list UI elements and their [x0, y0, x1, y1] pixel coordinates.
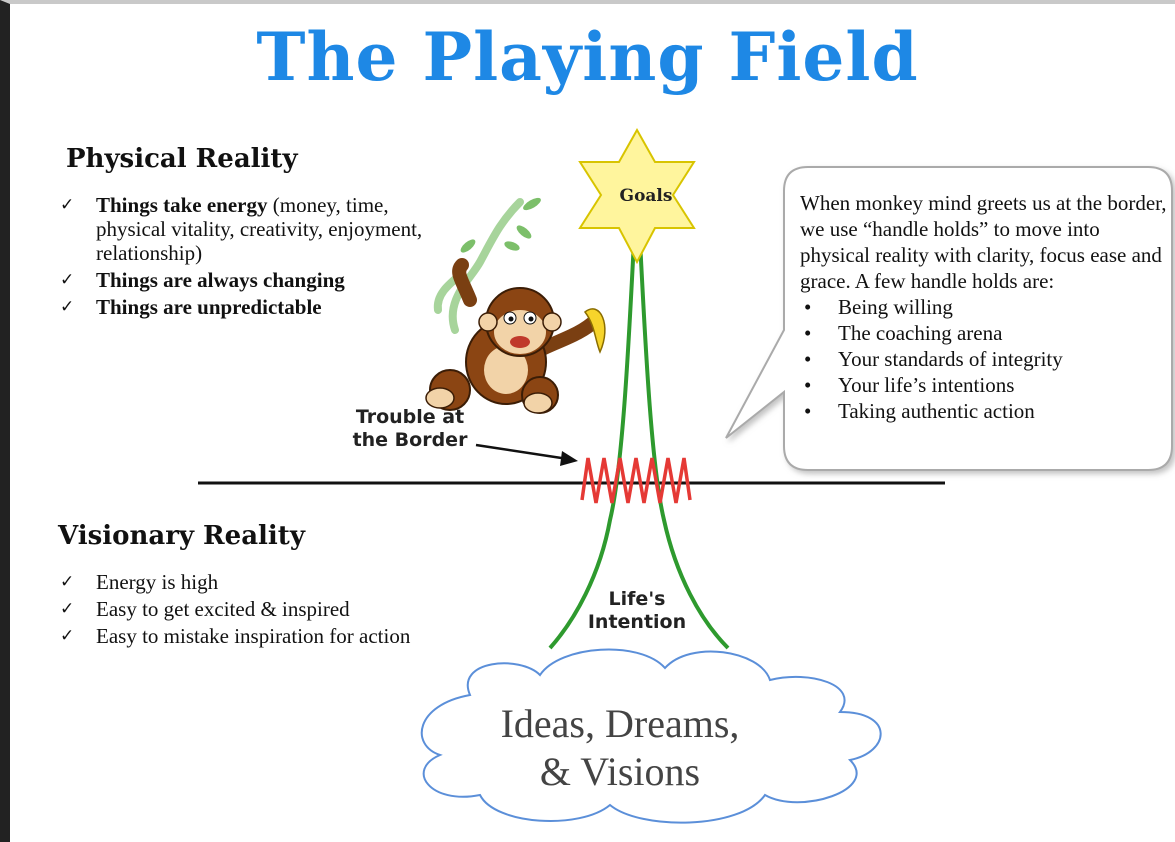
- check-icon: ✓: [60, 626, 75, 646]
- item-text: Easy to mistake inspiration for action: [96, 624, 411, 648]
- check-icon: ✓: [60, 599, 75, 619]
- item-text: (money, time, physical vitality, creativ…: [96, 193, 423, 265]
- item-text: The coaching arena: [838, 321, 1003, 345]
- callout-bubble: [725, 166, 1173, 471]
- list-item: • Your life’s intentions: [800, 372, 1170, 398]
- list-item: ✓ Easy to mistake inspiration for action: [58, 624, 508, 648]
- item-text: Things are unpredictable: [96, 295, 322, 319]
- label-line: Trouble at: [355, 406, 465, 428]
- zigzag-icon: [580, 457, 692, 504]
- monkey-icon: [425, 258, 603, 414]
- stem-right: [638, 239, 730, 650]
- visionary-reality-heading: Visionary Reality: [58, 521, 305, 551]
- goals-label: Goals: [619, 186, 673, 206]
- callout-intro: When monkey mind greets us at the border…: [800, 191, 1167, 293]
- bullet-icon: •: [804, 399, 812, 423]
- cloud-line: Ideas, Dreams,: [500, 701, 740, 746]
- item-bold-text: Things take energy: [96, 193, 268, 217]
- cloud-line: & Visions: [539, 749, 701, 794]
- list-item: • Taking authentic action: [800, 398, 1170, 424]
- bullet-icon: •: [804, 321, 812, 345]
- stem-left: [548, 239, 636, 650]
- list-item: ✓ Easy to get excited & inspired: [58, 597, 508, 621]
- item-text: Being willing: [838, 295, 953, 319]
- arrow-head: [560, 451, 578, 466]
- visionary-reality-list: ✓ Energy is high ✓ Easy to get excited & i…: [58, 570, 508, 651]
- check-icon: ✓: [60, 572, 75, 592]
- item-text: Things are always changing: [96, 268, 345, 292]
- item-text: Your standards of integrity: [838, 347, 1063, 371]
- item-text: Energy is high: [96, 570, 219, 594]
- list-item: ✓ Things are always changing: [58, 268, 428, 292]
- list-item: ✓ Things take energy (money, time, physi…: [58, 193, 428, 265]
- check-icon: ✓: [60, 195, 75, 215]
- check-icon: ✓: [60, 297, 75, 317]
- handle-holds-list: • Being willing • The coaching arena • Your…: [800, 294, 1170, 424]
- item-text: Your life’s intentions: [838, 373, 1015, 397]
- item-text: Taking authentic action: [838, 399, 1035, 423]
- physical-reality-heading: Physical Reality: [66, 144, 298, 174]
- cloud-label: Ideas, Dreams, & Visions: [470, 700, 770, 796]
- physical-reality-list: ✓ Things take energy (money, time, physi…: [58, 193, 428, 322]
- banana-icon: [583, 308, 606, 354]
- bullet-icon: •: [804, 295, 812, 319]
- label-line: the Border: [352, 429, 468, 451]
- list-item: ✓ Things are unpredictable: [58, 295, 428, 319]
- callout-text: When monkey mind greets us at the border…: [800, 190, 1170, 424]
- item-text: Easy to get excited & inspired: [96, 597, 350, 621]
- check-icon: ✓: [60, 270, 75, 290]
- bullet-icon: •: [804, 347, 812, 371]
- bullet-icon: •: [804, 373, 812, 397]
- trouble-at-border-label: Trouble at the Border: [340, 406, 480, 452]
- lifes-intention-label: Life's Intention: [577, 588, 697, 634]
- list-item: • The coaching arena: [800, 320, 1170, 346]
- page-title: The Playing Field: [256, 18, 919, 96]
- label-line: Intention: [587, 611, 687, 633]
- cloud-icon: [420, 648, 882, 824]
- trouble-arrow: [475, 443, 569, 461]
- label-line: Life's: [608, 588, 666, 610]
- star-icon: [578, 127, 696, 265]
- list-item: • Being willing: [800, 294, 1170, 320]
- list-item: ✓ Energy is high: [58, 570, 508, 594]
- list-item: • Your standards of integrity: [800, 346, 1170, 372]
